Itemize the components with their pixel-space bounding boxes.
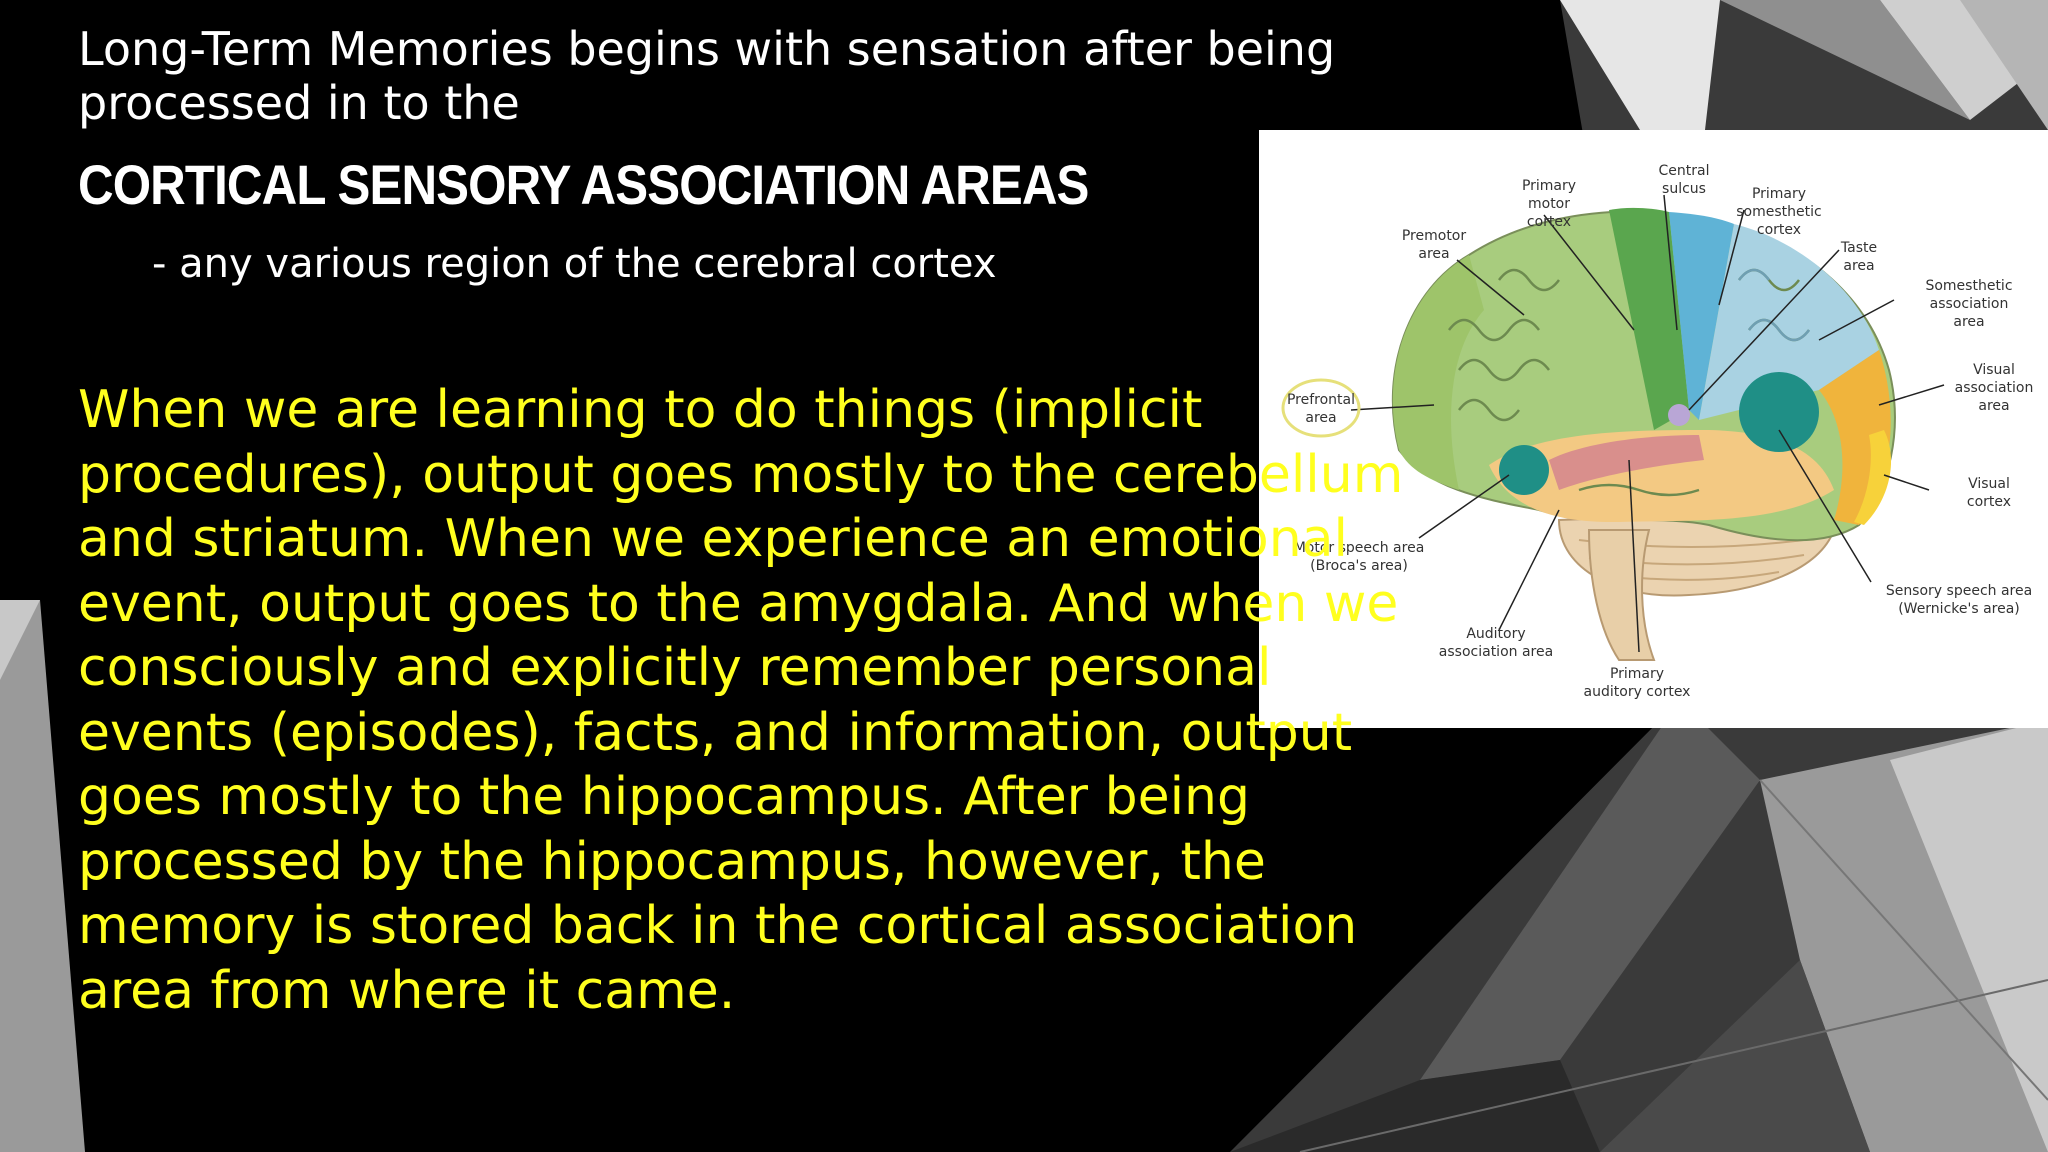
body-line: goes mostly to the hippocampus. After be… bbox=[78, 767, 1251, 827]
label-motor-speech-2: (Broca's area) bbox=[1310, 558, 1408, 574]
label-primary-somesthetic-2: somesthetic bbox=[1736, 204, 1821, 220]
body-line: procedures), output goes mostly to the c… bbox=[78, 444, 1404, 505]
label-visual-cortex-1: Visual bbox=[1968, 476, 2010, 492]
intro-line-1: Long-Term Memories begins with sensation… bbox=[78, 22, 1336, 76]
body-line: memory is stored back in the cortical as… bbox=[78, 896, 1358, 956]
label-sensory-speech-1: Sensory speech area bbox=[1886, 583, 2032, 599]
label-visual-cortex-2: cortex bbox=[1967, 494, 2011, 510]
label-central-sulcus-2: sulcus bbox=[1662, 181, 1706, 197]
label-somesthetic-assoc-2: association bbox=[1930, 296, 2009, 312]
label-primary-motor-1: Primary bbox=[1522, 178, 1576, 194]
body-line: event, output goes to the amygdala. And … bbox=[78, 573, 1399, 634]
label-visual-assoc-2: association bbox=[1955, 380, 2034, 396]
label-prefrontal-2: area bbox=[1305, 410, 1336, 426]
definition-text: - any various region of the cerebral cor… bbox=[152, 241, 997, 287]
somesthetic-region bbox=[1669, 212, 1734, 420]
label-visual-assoc-3: area bbox=[1978, 398, 2009, 414]
label-taste-2: area bbox=[1843, 258, 1874, 274]
label-somesthetic-assoc-3: area bbox=[1953, 314, 1984, 330]
label-auditory-assoc-1: Auditory bbox=[1466, 626, 1525, 642]
label-primary-motor-3: cortex bbox=[1527, 214, 1571, 230]
body-line: processed by the hippocampus, however, t… bbox=[78, 831, 1266, 892]
label-primary-somesthetic-3: cortex bbox=[1757, 222, 1801, 238]
prefrontal-region bbox=[1392, 255, 1484, 490]
label-prefrontal-1: Prefrontal bbox=[1287, 392, 1355, 408]
label-premotor-1: Premotor bbox=[1402, 228, 1467, 244]
label-primary-auditory-2: auditory cortex bbox=[1584, 684, 1691, 700]
label-taste-1: Taste bbox=[1840, 240, 1877, 256]
label-auditory-assoc-2: association area bbox=[1439, 644, 1553, 660]
brain-diagram: Premotor area Primary motor cortex Centr… bbox=[1259, 130, 2048, 728]
label-primary-somesthetic-1: Primary bbox=[1752, 186, 1806, 202]
body-line: area from where it came. bbox=[78, 960, 736, 1021]
motor-cortex-region bbox=[1609, 207, 1689, 430]
intro-text: Long-Term Memories begins with sensation… bbox=[78, 22, 1378, 130]
broca-area bbox=[1499, 445, 1549, 495]
brainstem-region bbox=[1587, 529, 1656, 661]
visual-cortex-region bbox=[1854, 430, 1892, 525]
label-premotor-2: area bbox=[1418, 246, 1449, 262]
body-line: and striatum. When we experience an emot… bbox=[78, 509, 1348, 569]
label-primary-auditory-1: Primary bbox=[1610, 666, 1664, 682]
body-line: events (episodes), facts, and informatio… bbox=[78, 702, 1353, 763]
label-central-sulcus-1: Central bbox=[1659, 163, 1710, 179]
body-paragraph: When we are learning to do things (impli… bbox=[78, 378, 1478, 1023]
label-visual-assoc-1: Visual bbox=[1973, 362, 2015, 378]
auditory-cortex-region bbox=[1549, 435, 1704, 490]
body-line: consciously and explicitly remember pers… bbox=[78, 638, 1272, 698]
body-line: When we are learning to do things (impli… bbox=[78, 380, 1203, 440]
label-primary-motor-2: motor bbox=[1528, 196, 1570, 212]
label-motor-speech-1: Motor speech area bbox=[1294, 540, 1425, 556]
wernicke-area bbox=[1739, 372, 1819, 452]
label-somesthetic-assoc-1: Somesthetic bbox=[1925, 278, 2012, 294]
label-sensory-speech-2: (Wernicke's area) bbox=[1898, 601, 2020, 617]
taste-area bbox=[1668, 404, 1690, 426]
section-heading: CORTICAL SENSORY ASSOCIATION AREAS bbox=[78, 153, 1089, 216]
intro-line-2: processed in to the bbox=[78, 76, 520, 130]
